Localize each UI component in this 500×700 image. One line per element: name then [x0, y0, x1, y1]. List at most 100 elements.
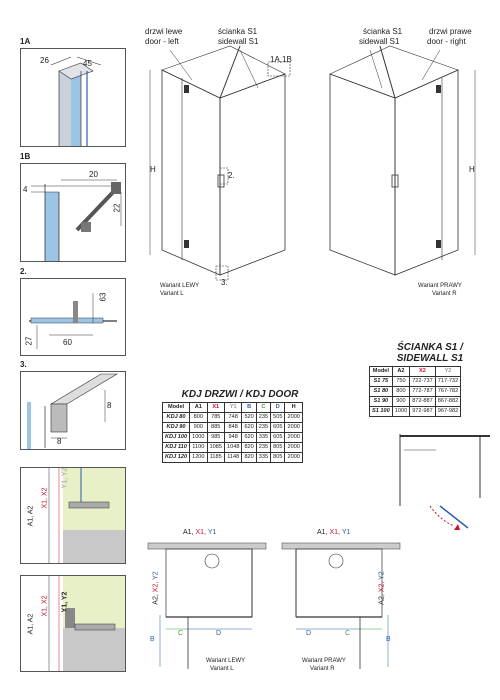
door-table-title: KDJ DRZWI / KDJ DOOR: [181, 389, 299, 400]
detail-2-drawing: [29, 293, 117, 349]
door-table-header-cell: A1: [189, 402, 208, 413]
detail-1a-dim-b: 45: [83, 59, 92, 68]
plan-right-d: D: [306, 630, 312, 637]
detail-1b-drawing: [31, 179, 122, 261]
plan-left-variant-en: Variant L: [210, 666, 234, 672]
detail-3-panel: 8 8: [20, 371, 126, 450]
detail-5-drawing: [48, 576, 125, 671]
left-callout-1a1b: 1A,1B: [270, 55, 292, 64]
sidewall-table-cell: 972-987: [409, 406, 436, 417]
plan-right-top-x: X1,: [329, 529, 340, 536]
detail-1b-dim-b: 4: [23, 185, 28, 194]
sidewall-table-cell: S1 90: [369, 396, 393, 407]
detail-3-dim-a: 8: [107, 401, 112, 410]
door-table-cell: 820: [241, 452, 257, 463]
left-door-label-pl: drzwi lewe: [145, 27, 183, 36]
detail-1b-dim-c: 22: [112, 203, 122, 213]
sidewall-table-cell: 872-887: [409, 396, 436, 407]
door-table-cell: 748: [223, 412, 243, 423]
left-variant-pl: Wariant LEWY: [160, 283, 200, 289]
left-height-letter: H: [150, 165, 156, 174]
plan-left-c: C: [178, 630, 184, 637]
door-table-cell: 805: [270, 442, 286, 453]
sidewall-table-cell: 717-732: [434, 376, 462, 387]
door-table-cell: 235: [255, 412, 272, 423]
door-table-header-cell: H: [284, 402, 303, 413]
detail-1b-dim-a: 20: [89, 170, 98, 179]
door-table-cell: 620: [241, 422, 257, 433]
detail-4-a1a2: A1, A2: [27, 505, 35, 527]
detail-1b-label: 1B: [20, 152, 31, 161]
detail-4-x: X1, X2: [41, 487, 49, 509]
plan-left-drawing: [147, 542, 267, 669]
sidewall-table-cell: 750: [391, 376, 411, 387]
plan-right-c: C: [345, 630, 351, 637]
detail-5-panel: A1, A2 X1, X2 Y1, Y2: [20, 575, 126, 672]
door-table-cell: 1100: [189, 442, 208, 453]
door-table-cell: KDJ 120: [161, 452, 191, 463]
door-table-cell: 235: [255, 422, 272, 433]
sidewall-table-header-cell: Y2: [434, 366, 462, 377]
detail-3-drawing: [27, 373, 119, 449]
sidewall-table-title: ŚCIANKA S1 / SIDEWALL S1: [370, 342, 490, 364]
plan-left-variant-pl: Wariant LEWY: [206, 658, 246, 664]
sidewall-table-cell: 767-782: [434, 386, 462, 397]
left-sidewall-label-en: sidewall S1: [218, 37, 259, 46]
door-table-cell: 235: [255, 442, 272, 453]
door-table-cell: 820: [241, 442, 257, 453]
door-table-cell: 605: [270, 432, 286, 443]
detail-2-dim-c: 60: [63, 338, 72, 347]
detail-4-drawing: [48, 468, 125, 563]
door-swing-diagram: [399, 434, 490, 530]
sidewall-table-cell: 800: [391, 386, 411, 397]
sidewall-table-cell: 722-737: [409, 376, 436, 387]
door-table-cell: KDJ 110: [161, 442, 191, 453]
door-table-cell: 2000: [284, 412, 303, 423]
sidewall-table-title-1: ŚCIANKA S1 /: [397, 342, 463, 353]
detail-4-panel: A1, A2 X1, X2 Y1, Y2: [20, 467, 126, 564]
door-table-cell: KDJ 100: [161, 432, 191, 443]
detail-5-y: Y1, Y2: [61, 591, 69, 613]
door-table-cell: 2000: [284, 442, 303, 453]
door-table-cell: 985: [206, 432, 225, 443]
door-table-cell: 605: [270, 422, 286, 433]
sidewall-table-cell: 967-982: [434, 406, 462, 417]
detail-1b-panel: 20 4 22: [20, 163, 126, 262]
detail-1a-panel: 26 45: [20, 48, 126, 147]
door-table-cell: 948: [223, 432, 243, 443]
door-table-cell: KDJ 90: [161, 422, 191, 433]
sidewall-table-cell: 772-787: [409, 386, 436, 397]
plan-left-top-x: X1,: [195, 529, 206, 536]
door-table-cell: 1185: [206, 452, 225, 463]
plan-right-top-label: A1, X1, Y1: [317, 529, 350, 537]
sidewall-table-cell: S1 75: [369, 376, 393, 387]
plan-right-drawing: [281, 542, 401, 669]
right-variant-pl: Wariant PRAWY: [418, 283, 462, 289]
plan-left-top-label: A1, X1, Y1: [183, 529, 216, 537]
detail-1a-label: 1A: [20, 37, 31, 46]
door-table-cell: 785: [206, 412, 225, 423]
door-table-header-cell: Model: [161, 402, 191, 413]
detail-2-dim-a: 63: [98, 292, 108, 302]
plan-right-variant-pl: Wariant PRAWY: [302, 658, 346, 664]
detail-4-y: Y1, Y2: [61, 467, 69, 489]
door-table-cell: 805: [270, 452, 286, 463]
right-door-label-pl: drzwi prawe: [429, 27, 472, 36]
door-table-cell: 1148: [223, 452, 243, 463]
sidewall-table-cell: 867-882: [434, 396, 462, 407]
door-table-header-cell: C: [255, 402, 272, 413]
door-table-cell: 800: [189, 412, 208, 423]
door-table-cell: 1048: [223, 442, 243, 453]
detail-1a-dim-a: 26: [40, 56, 49, 65]
detail-1a-drawing: [50, 56, 102, 146]
